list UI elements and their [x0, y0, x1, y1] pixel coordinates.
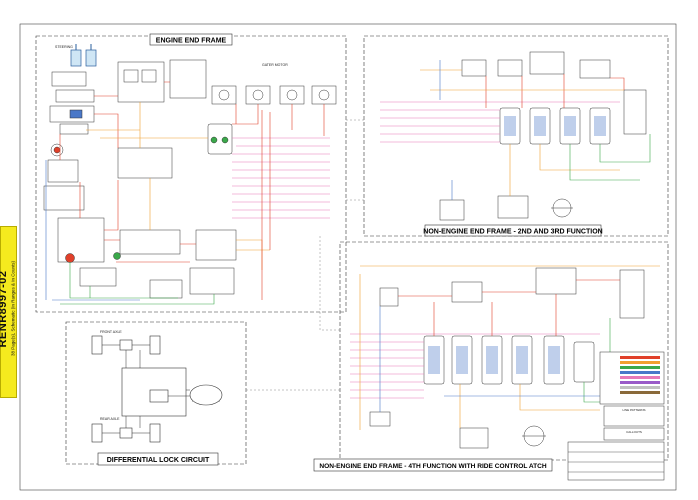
rear-axle-label: REAR AXLE: [100, 417, 120, 421]
engine-end-frame-region: ENGINE END FRAME STEERING: [35, 33, 347, 313]
line-patterns-label: LINE PATTERNS: [622, 408, 645, 412]
nonengine-4-title: NON-ENGINE END FRAME - 4TH FUNCTION WITH…: [319, 463, 547, 470]
diff-lock-title: DIFFERENTIAL LOCK CIRCUIT: [107, 457, 210, 464]
steering-label: STEERING: [55, 45, 73, 49]
inter-frame-connectors: [246, 119, 364, 391]
nonengine-23-lines: [380, 60, 651, 200]
engine-end-frame-title: ENGINE END FRAME: [156, 38, 227, 45]
diff-lock-region: DIFFERENTIAL LOCK CIRCUIT FRONT AXLE REA…: [65, 321, 247, 466]
engine-end-lines: [45, 81, 330, 305]
callouts-label: CALLOUTS: [626, 430, 642, 434]
pilot-manifold: [117, 59, 237, 299]
control-valve-bank-4: [369, 267, 645, 449]
left-valve-stack: [43, 71, 121, 287]
control-valve-bank-23: [439, 51, 647, 221]
document-side-tab: RENR8997-02 38 Page(s), Schematic (In Ra…: [0, 226, 17, 398]
nonengine-4-region: NON-ENGINE END FRAME - 4TH FUNCTION WITH…: [313, 241, 669, 481]
legend-panel: LINE PATTERNS CALLOUTS: [567, 351, 665, 481]
gear-motor-label: GATER MOTOR: [262, 63, 288, 67]
diff-lock-lines: [125, 350, 190, 428]
nonengine-23-title: NON-ENGINE END FRAME - 2ND AND 3RD FUNCT…: [423, 229, 602, 236]
nonengine-23-region: NON-ENGINE END FRAME - 2ND AND 3RD FUNCT…: [363, 35, 669, 237]
cylinder-shading-23: [504, 116, 606, 136]
steering-cylinders: [70, 44, 97, 67]
sheet-border: [19, 23, 677, 491]
axle-assemblies: [91, 335, 223, 443]
cylinder-shading-4: [428, 346, 560, 374]
front-axle-label: FRONT AXLE: [100, 330, 122, 334]
fan-motor-group: [211, 85, 337, 105]
